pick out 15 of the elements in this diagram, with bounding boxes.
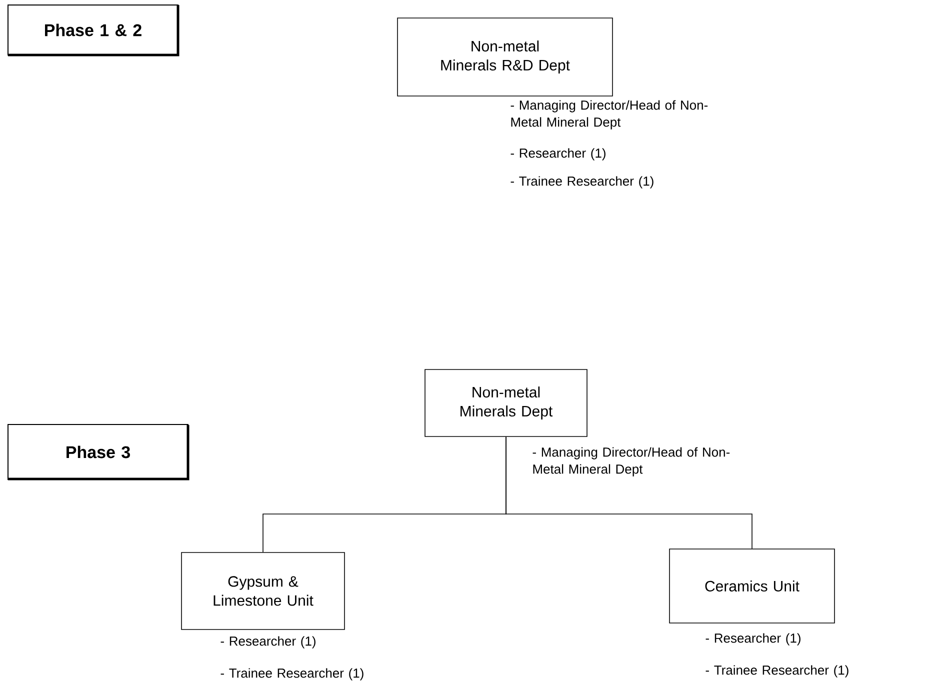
staff-text: - Researcher (1) [220,636,316,648]
staff-text: - Managing Director/Head of Non-Metal Mineral Dept [510,100,708,130]
staff-text: - Managing Director/Head of Non-Metal Mineral Dept [532,447,730,476]
staff-text: - Trainee Researcher (1) [706,665,848,678]
staff-text: - Trainee Researcher (1) [220,668,364,680]
department-box: Ceramics Unit [669,548,835,624]
department-box: Gypsum & Limestone Unit [181,552,345,630]
department-box: Non-metal Minerals Dept [424,369,588,437]
staff-text: - Trainee Researcher (1) [510,176,654,188]
phase-label-box: Phase 1 & 2 [8,4,180,56]
staff-text: - Researcher (1) [706,633,800,646]
phase-label-box: Phase 3 [8,424,190,480]
connector-line [506,436,752,549]
staff-text: - Researcher (1) [510,148,606,160]
department-box: Non-metal Minerals R&D Dept [397,18,613,96]
